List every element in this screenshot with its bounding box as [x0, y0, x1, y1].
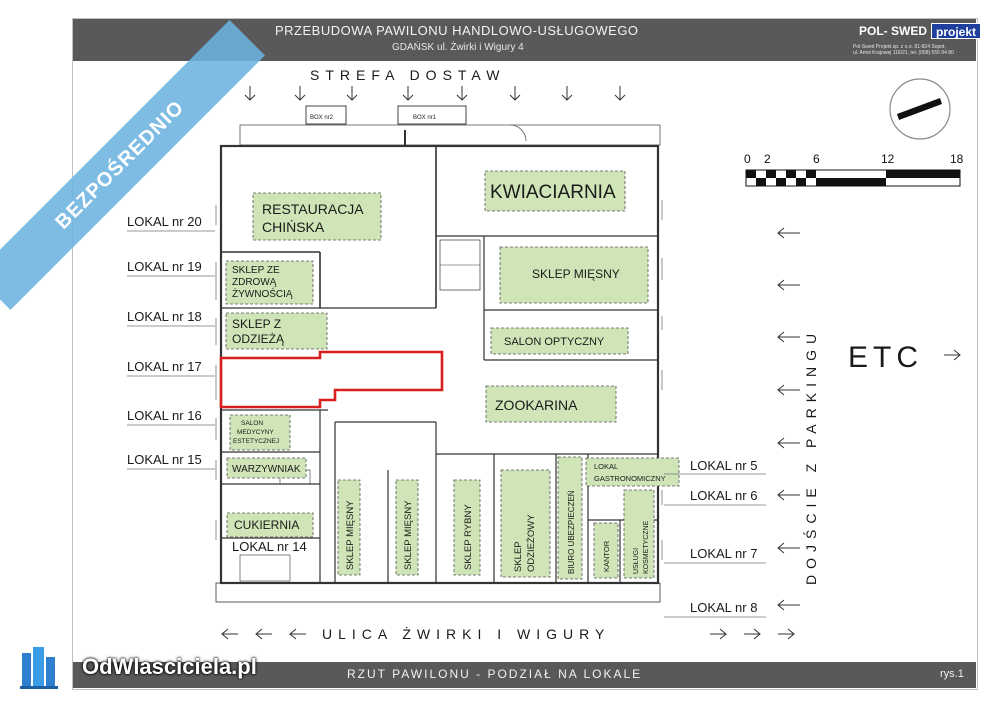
shop-odziez: [225, 312, 328, 350]
shop-warzywniak: [226, 457, 307, 479]
shop-optyczny: [490, 327, 629, 355]
company-logo: POL- SWED projekt: [855, 23, 982, 39]
lokal-15-label: LOKAL nr 15: [127, 452, 202, 467]
highlighted-unit-outline: [219, 350, 444, 409]
shop-salon-med: [229, 414, 291, 451]
etc-arrow-icon: [944, 349, 961, 361]
kantor-label: KANTOR: [602, 540, 611, 572]
shop-boxes: [225, 170, 680, 580]
lokal-17-label: LOKAL nr 17: [127, 359, 202, 374]
scale-label-12: 12: [881, 152, 895, 166]
shop-miesny-v1: [337, 479, 361, 576]
miesny-top-label: SKLEP MIĘSNY: [532, 267, 620, 281]
gastro-label-2: GASTRONOMICZNY: [594, 474, 666, 483]
watermark-text: OdWlasciciela.pl: [82, 654, 257, 679]
kwiaciarnia-label: KWIACIARNIA: [490, 182, 616, 203]
street-top-label: STREFA DOSTAW: [310, 67, 505, 83]
left-lokal-labels: LOKAL nr 20 LOKAL nr 19 LOKAL nr 18 LOKA…: [127, 214, 307, 554]
warzywniak-label: WARZYWNIAK: [232, 464, 301, 475]
lokal-18-label: LOKAL nr 18: [127, 309, 202, 324]
scale-label-18: 18: [950, 152, 964, 166]
compass-icon: [889, 78, 951, 140]
salon-med-label-1: SALON: [241, 420, 263, 427]
footer-bar: [73, 662, 976, 688]
scale-label-2: 2: [764, 152, 771, 166]
shop-restauracja: [252, 192, 382, 241]
lokal-6-label: LOKAL nr 6: [690, 488, 757, 503]
shop-rybny: [453, 479, 481, 576]
lokal-7-label: LOKAL nr 7: [690, 546, 757, 561]
optyczny-label: SALON OPTYCZNY: [504, 336, 605, 348]
lokal-8-label: LOKAL nr 8: [690, 600, 757, 615]
parking-arrows: [777, 227, 800, 611]
salon-med-label-3: ESTETYCZNEJ: [233, 438, 279, 445]
company-info: Pol-Swed Projekt sp. z o.o. 81-824 Sopot…: [853, 44, 954, 56]
scale-label-6: 6: [813, 152, 820, 166]
shop-miesny-top: [499, 246, 649, 304]
odziezowy-label-1: SKLEP: [513, 541, 524, 572]
lokal-16-label: LOKAL nr 16: [127, 408, 202, 423]
footer-title: RZUT PAWILONU - PODZIAŁ NA LOKALE: [347, 667, 643, 681]
miesny-v2-label: SKLEP MIĘSNY: [403, 500, 414, 570]
delivery-boxes: BOX nr2 BOX nr1: [239, 105, 661, 146]
lokal-20-label: LOKAL nr 20: [127, 214, 202, 229]
logo-text-2: projekt: [931, 23, 982, 39]
lokal-5-label: LOKAL nr 5: [690, 458, 757, 473]
shop-gastro: [585, 457, 680, 487]
drawing-address: GDAŃSK ul. Żwirki i Wigury 4: [392, 42, 524, 53]
shop-kantor: [593, 522, 619, 579]
zdrowa-label-2: ZDROWĄ: [232, 277, 277, 288]
shop-cukiernia: [226, 512, 314, 538]
building-logo-icon: [20, 647, 58, 689]
restauracja-label-1: RESTAURACJA: [262, 201, 364, 217]
cukiernia-label: CUKIERNIA: [234, 518, 299, 532]
miesny-v1-label: SKLEP MIĘSNY: [345, 500, 356, 570]
restauracja-label-2: CHIŃSKA: [262, 219, 325, 235]
scale-label-0: 0: [744, 152, 751, 166]
zookarina-label: ZOOKARINA: [495, 397, 578, 413]
shop-zdrowa: [225, 260, 314, 305]
etc-label: ETC: [848, 341, 923, 374]
shop-miesny-v2: [395, 479, 419, 576]
shop-uslugi: [623, 489, 655, 579]
company-info-line-1: Pol-Swed Projekt sp. z o.o. 81-824 Sopot…: [853, 44, 946, 50]
scale-bar: 0 2 6 12 18: [744, 152, 964, 187]
shop-odziezowy: [500, 469, 551, 578]
drawing-number: rys.1: [940, 668, 964, 680]
odziez-label-2: ODZIEŻĄ: [232, 332, 285, 346]
company-info-line-2: ul. Armii Krajowej 116/21, tel. (058) 55…: [853, 50, 954, 56]
shop-kwiaciarnia: [484, 170, 626, 212]
zdrowa-label-1: SKLEP ZE: [232, 265, 280, 276]
zdrowa-label-3: ŻYWNOŚCIĄ: [232, 287, 293, 300]
right-lokal-labels: LOKAL nr 5 LOKAL nr 6 LOKAL nr 7 LOKAL n…: [664, 458, 766, 618]
gastro-label-1: LOKAL: [594, 462, 618, 471]
street-bottom-label: ULICA ŻWIRKI I WIGURY: [322, 625, 610, 642]
delivery-arrows: [244, 86, 626, 101]
box-nr1-label: BOX nr1: [413, 115, 437, 121]
shop-biuro: [557, 456, 583, 580]
lokal-19-label: LOKAL nr 19: [127, 259, 202, 274]
drawing-title: PRZEBUDOWA PAWILONU HANDLOWO-USŁUGOWEGO: [275, 23, 639, 38]
biuro-label: BIURO UBEZPIECZEŃ: [567, 490, 576, 574]
uslugi-label-2: KOSMETYCZNE: [643, 520, 650, 574]
odziezowy-label-2: ODZIEŻOWY: [526, 514, 537, 572]
box-nr2-label: BOX nr2: [310, 115, 334, 121]
shop-zookarina: [485, 385, 617, 423]
rybny-label: SKLEP RYBNY: [463, 504, 474, 570]
logo-text-1: POL- SWED: [859, 24, 927, 38]
street-bottom-arrows: [221, 628, 795, 640]
street-right-label: DOJŚCIE Z PARKINGU: [802, 328, 819, 585]
uslugi-label-1: USŁUGI: [633, 548, 640, 574]
wall-windows: [215, 200, 663, 560]
salon-med-label-2: MEDYCYNY: [237, 429, 275, 436]
lokal-14-label: LOKAL nr 14: [232, 539, 307, 554]
odziez-label-1: SKLEP Z: [232, 317, 281, 331]
